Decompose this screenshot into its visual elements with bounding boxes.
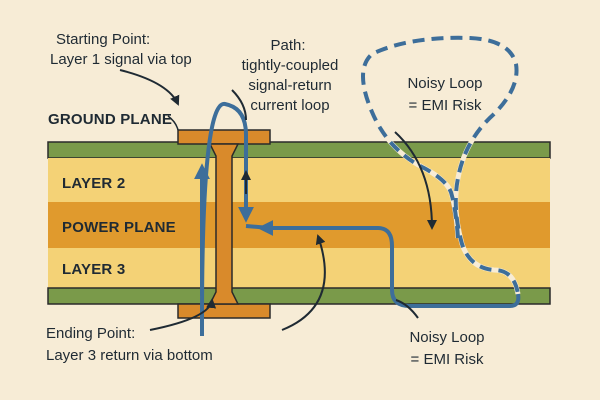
noisy-top-label-line1: Noisy Loop [407, 75, 482, 92]
power-plane-band [48, 202, 550, 248]
layer2-band [48, 158, 550, 202]
noisy-loop-dashes [361, 35, 520, 295]
end-pointer-arrow [149, 298, 217, 331]
power-plane-label: POWER PLANE [62, 219, 176, 236]
via-bottom-pad [177, 303, 271, 319]
bottom-ground-strip [47, 287, 551, 305]
noisy-bottom-label-line2: = EMI Risk [411, 351, 484, 368]
noisy-bottom-pointer-arrow [395, 299, 419, 319]
noisy-top-label-line2: = EMI Risk [409, 97, 482, 114]
layer2-label: LAYER 2 [62, 175, 125, 192]
noisy-bottom-label-line1: Noisy Loop [409, 329, 484, 346]
end-label-line2: Layer 3 return via bottom [46, 347, 213, 364]
path-label-line1: Path: [270, 37, 305, 54]
start-pointer-arrow [119, 69, 180, 106]
noisy-top-pointer-arrow [394, 131, 437, 230]
ground-plane-pointer [167, 115, 179, 131]
top-ground-strip [47, 141, 551, 159]
signal-current-over-top [200, 102, 254, 336]
path-bottom-pointer-arrow [281, 234, 326, 331]
via-barrel [208, 143, 240, 305]
via-top-pad [177, 129, 271, 145]
path-label-line2: tightly-coupled [242, 57, 339, 74]
ground-plane-label: GROUND PLANE [48, 111, 172, 128]
path-pointer-arrow [231, 89, 247, 121]
end-label-line1: Ending Point: [46, 325, 135, 342]
start-label-line2: Layer 1 signal via top [50, 51, 192, 68]
layer3-label: LAYER 3 [62, 261, 125, 278]
path-label-line4: current loop [250, 97, 329, 114]
path-label-line3: signal-return [248, 77, 331, 94]
start-label-line1: Starting Point: [56, 31, 150, 48]
